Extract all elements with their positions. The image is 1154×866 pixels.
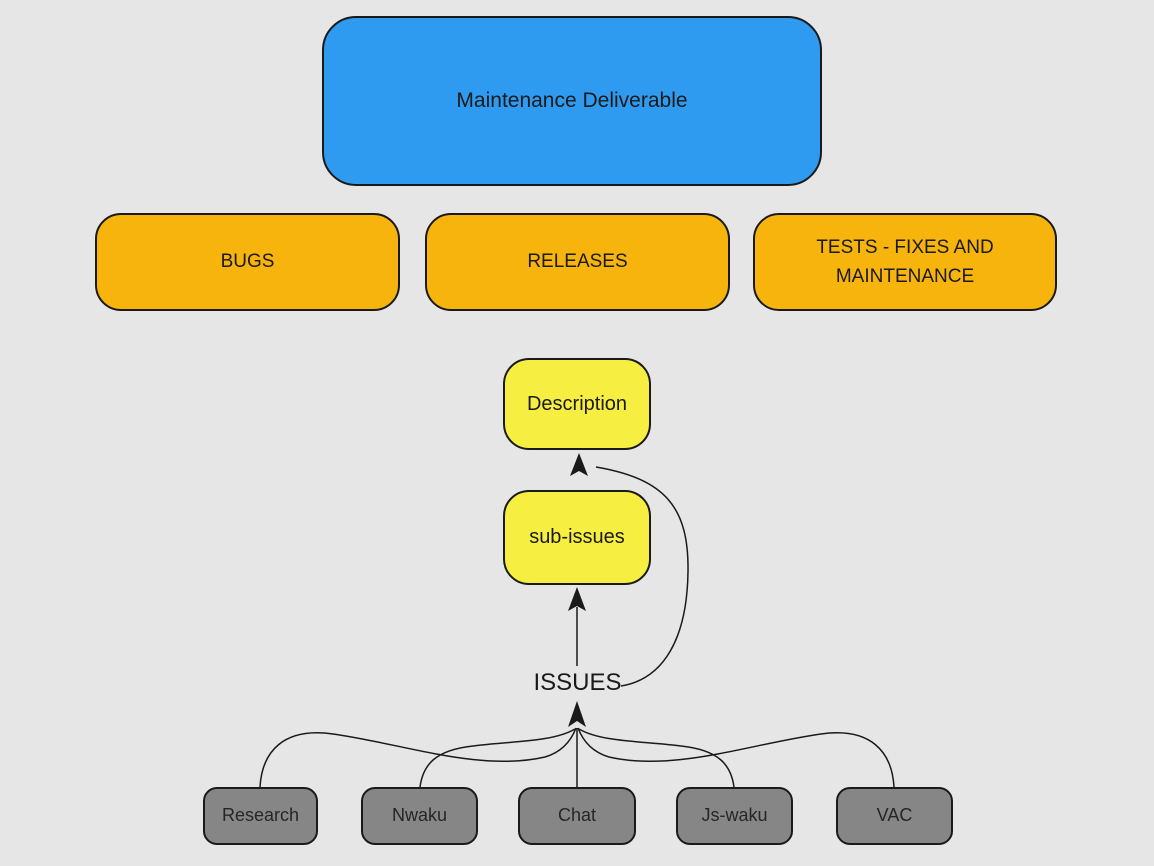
node-js-waku-label: Js-waku bbox=[701, 805, 768, 826]
node-description[interactable]: Description bbox=[503, 358, 651, 450]
arrowhead-into-sub-issues bbox=[568, 587, 586, 611]
node-bugs-label: BUGS bbox=[220, 251, 275, 273]
node-description-label: Description bbox=[526, 392, 628, 415]
node-chat[interactable]: Chat bbox=[518, 787, 636, 845]
node-vac[interactable]: VAC bbox=[836, 787, 953, 845]
node-tests-fixes-maintenance[interactable]: TESTS - FIXES AND MAINTENANCE bbox=[753, 213, 1057, 311]
arrowhead-into-issues bbox=[568, 701, 586, 727]
node-sub-issues-label: sub-issues bbox=[529, 526, 625, 548]
node-maintenance-deliverable[interactable]: Maintenance Deliverable bbox=[322, 16, 822, 186]
arrowhead-into-description bbox=[570, 453, 588, 476]
node-releases[interactable]: RELEASES bbox=[425, 213, 730, 311]
node-js-waku[interactable]: Js-waku bbox=[676, 787, 793, 845]
edge-nwaku-to-issues bbox=[419, 728, 576, 788]
edge-vac-to-issues bbox=[577, 727, 895, 788]
node-issues-label[interactable]: ISSUES bbox=[533, 669, 622, 696]
node-research[interactable]: Research bbox=[203, 787, 318, 845]
node-research-label: Research bbox=[221, 805, 300, 826]
edge-research-to-issues bbox=[259, 727, 577, 788]
node-sub-issues[interactable]: sub-issues bbox=[503, 490, 651, 585]
edge-jswaku-to-issues bbox=[578, 728, 735, 788]
node-tests-fixes-maintenance-label: TESTS - FIXES AND MAINTENANCE bbox=[816, 236, 994, 287]
node-vac-label: VAC bbox=[876, 805, 913, 826]
node-maintenance-deliverable-label: Maintenance Deliverable bbox=[456, 88, 688, 112]
node-releases-label: RELEASES bbox=[527, 251, 628, 273]
node-bugs[interactable]: BUGS bbox=[95, 213, 400, 311]
node-nwaku[interactable]: Nwaku bbox=[361, 787, 478, 845]
node-chat-label: Chat bbox=[557, 805, 597, 826]
node-nwaku-label: Nwaku bbox=[391, 805, 448, 826]
